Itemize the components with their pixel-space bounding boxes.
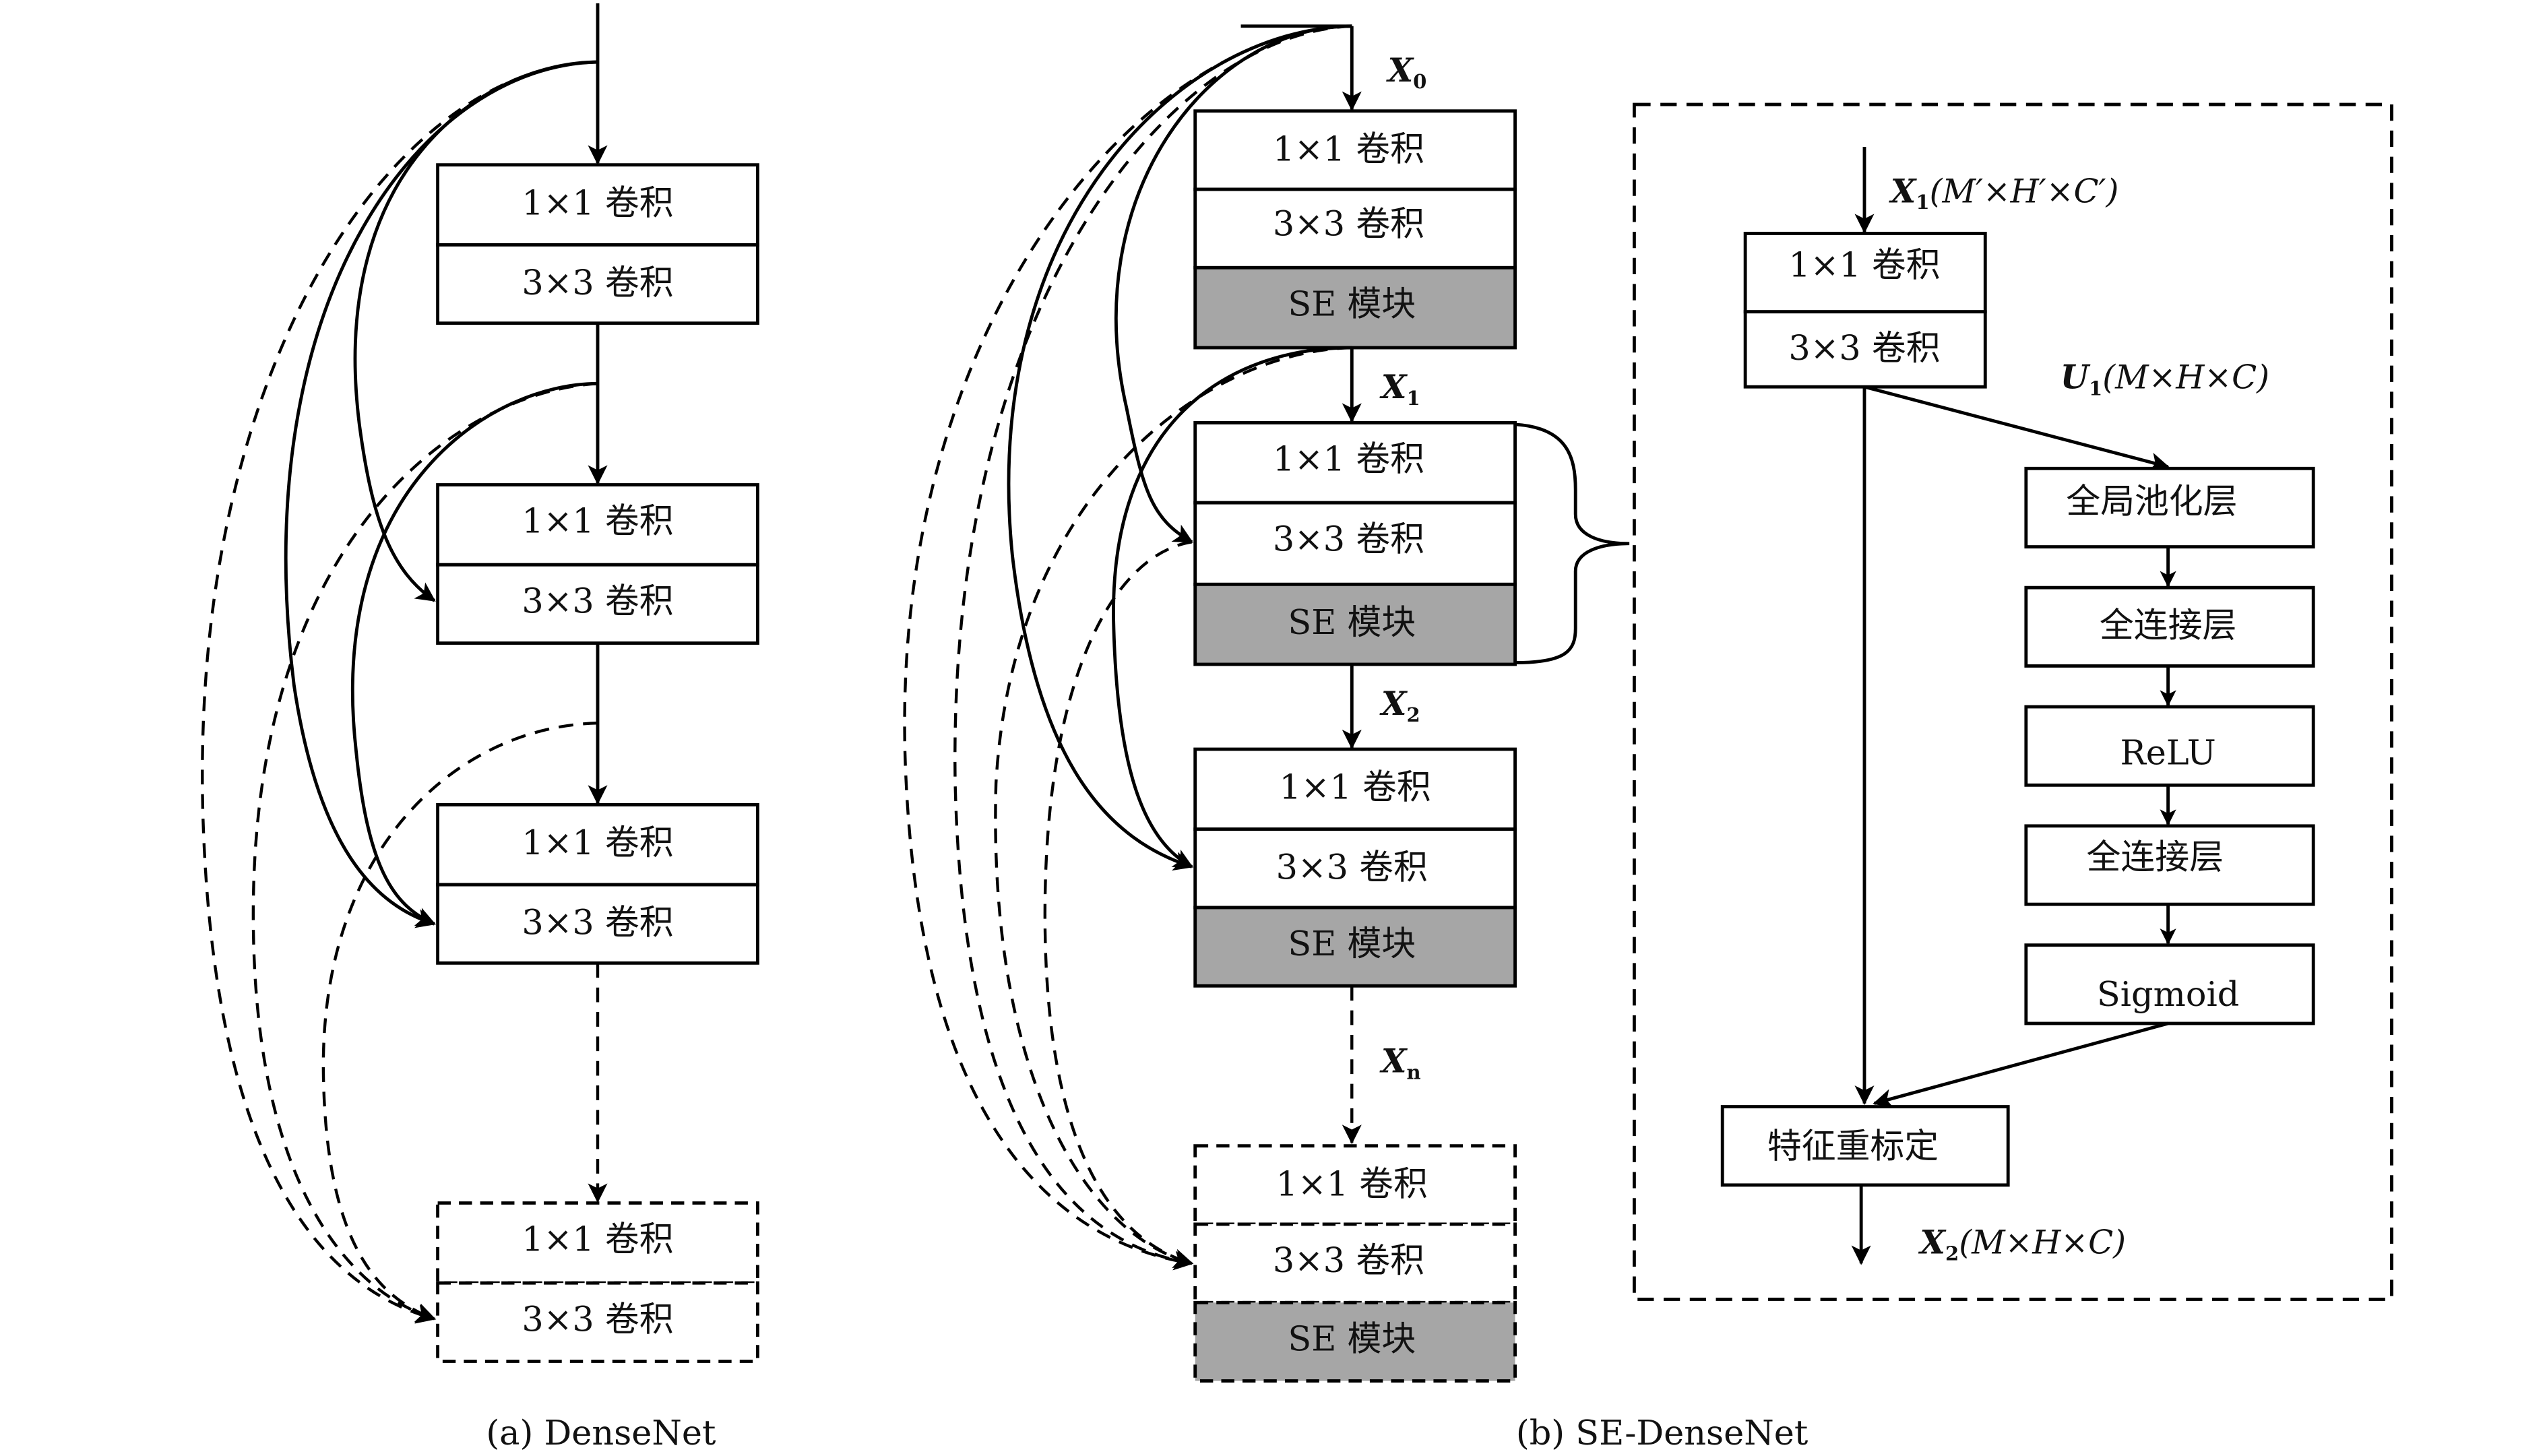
conv1x1-label: 1×1 卷积 (522, 183, 673, 222)
conv3x3-box (1193, 187, 1517, 270)
conv1x1-label: 1×1 卷积 (1280, 767, 1431, 807)
conv3x3-box (436, 1281, 759, 1363)
fc2-box (2024, 824, 2315, 906)
skip-connection-dashed (903, 24, 1352, 1271)
conv3x3-box (1193, 1222, 1517, 1304)
conv3x3-box (1193, 501, 1517, 586)
se-module-label: SE 模块 (1288, 924, 1416, 963)
skip-connection (1112, 346, 1352, 868)
conv3x3-label: 3×3 卷积 (522, 903, 673, 943)
fc2-label: 全连接层 (2087, 837, 2224, 877)
global-pool-label: 全局池化层 (2066, 482, 2237, 521)
se-dense-block-2: 1×1 卷积 3×3 卷积 SE 模块 (1193, 421, 1517, 666)
conv3x3-box (436, 563, 759, 645)
dense-block-2: 1×1 卷积 3×3 卷积 (436, 483, 759, 645)
excite-arrow (1873, 1021, 2169, 1108)
conv1x1-label: 1×1 卷积 (1273, 129, 1424, 168)
conv3x3-label: 3×3 卷积 (1273, 204, 1424, 244)
conv3x3-box (1743, 310, 1987, 389)
conv1x1-label: 1×1 卷积 (522, 501, 673, 541)
expand-brace (1515, 422, 1630, 665)
conv3x3-label: 3×3 卷积 (1273, 519, 1424, 559)
se-densenet-panel: X0 X1 X2 Xn 1×1 卷积 3×3 卷积 SE 模块 1×1 卷积 3… (903, 24, 1809, 1453)
conv1x1-box (436, 1201, 759, 1285)
squeeze-arrow (1864, 385, 2170, 472)
relu-box (2024, 705, 2315, 787)
densenet-panel: 1×1 卷积 3×3 卷积 1×1 卷积 3×3 卷积 1×1 卷积 3×3 卷… (201, 3, 759, 1453)
sigmoid-label: Sigmoid (2097, 974, 2239, 1014)
conv1x1-box (436, 483, 759, 567)
se-dense-block-n: 1×1 卷积 3×3 卷积 SE 模块 (1193, 1144, 1517, 1383)
conv3x3-box (436, 243, 759, 325)
x2-dims-label: X2(M×H×C) (1918, 1224, 2126, 1265)
conv1x1-label: 1×1 卷积 (522, 1220, 673, 1259)
conv3x3-label: 3×3 卷积 (1788, 328, 1940, 368)
se-module-label: SE 模块 (1288, 602, 1416, 642)
conv1x1-box (1193, 109, 1517, 191)
se-module-box (1193, 265, 1517, 350)
se-dense-block-1: 1×1 卷积 3×3 卷积 SE 模块 (1193, 109, 1517, 350)
conv3x3-label: 3×3 卷积 (522, 263, 673, 303)
se-module-box (1193, 582, 1517, 666)
conv1x1-label: 1×1 卷积 (522, 823, 673, 862)
conv1x1-box (1193, 747, 1517, 831)
conv1x1-box (1193, 421, 1517, 505)
x2-label: X2 (1379, 685, 1420, 726)
conv3x3-label: 3×3 卷积 (522, 1299, 673, 1339)
skip-connection-dashed (321, 722, 598, 1323)
detail-frame (1632, 102, 2393, 1301)
recalibrate-label: 特征重标定 (1767, 1127, 1939, 1166)
relu-label: ReLU (2120, 733, 2215, 773)
x1-dims-label: X1(M′×H′×C′) (1889, 172, 2119, 214)
dense-block-3: 1×1 卷积 3×3 卷积 (436, 802, 759, 965)
conv3x3-label: 3×3 卷积 (1273, 1240, 1424, 1280)
conv1x1-label: 1×1 卷积 (1788, 245, 1940, 284)
skip-connection (350, 381, 598, 926)
skip-connection-dashed (201, 60, 598, 1324)
skip-connection-dashed (994, 346, 1352, 1269)
se-module-label: SE 模块 (1288, 1319, 1416, 1358)
conv3x3-label: 3×3 卷积 (522, 581, 673, 621)
caption-se-densenet: (b) SE-DenseNet (1516, 1413, 1809, 1453)
conv1x1-label: 1×1 卷积 (1273, 439, 1424, 479)
conv3x3-label: 3×3 卷积 (1276, 847, 1428, 887)
fc1-box (2024, 585, 2315, 668)
conv1x1-label: 1×1 卷积 (1276, 1164, 1428, 1203)
conv1x1-box (1743, 232, 1987, 314)
dense-block-1: 1×1 卷积 3×3 卷积 (436, 163, 759, 325)
recalibrate-box (1720, 1105, 2010, 1187)
conv1x1-box (1193, 1144, 1517, 1226)
skip-connection-dashed (1043, 540, 1194, 1268)
caption-densenet: (a) DenseNet (486, 1413, 716, 1453)
sigmoid-box (2024, 943, 2315, 1025)
se-module-box (1193, 1300, 1517, 1383)
conv3x3-box (1193, 827, 1517, 910)
dense-block-n: 1×1 卷积 3×3 卷积 (436, 1201, 759, 1363)
xn-label: Xn (1379, 1043, 1421, 1084)
skip-connection-dashed (953, 24, 1352, 1271)
x0-label: X0 (1386, 52, 1427, 93)
skip-connection (284, 60, 598, 928)
u1-dims-label: U1(M×H×C) (2061, 359, 2269, 400)
se-detail-panel: X1(M′×H′×C′) 1×1 卷积 3×3 卷积 U1(M×H×C) 全局池… (1632, 102, 2393, 1301)
global-pool-box (2024, 466, 2315, 549)
fc1-label: 全连接层 (2100, 606, 2236, 645)
conv3x3-box (436, 883, 759, 965)
conv1x1-box (436, 163, 759, 247)
se-dense-block-3: 1×1 卷积 3×3 卷积 SE 模块 (1193, 747, 1517, 988)
se-module-label: SE 模块 (1288, 284, 1416, 323)
se-module-box (1193, 906, 1517, 988)
x1-label: X1 (1379, 369, 1420, 410)
